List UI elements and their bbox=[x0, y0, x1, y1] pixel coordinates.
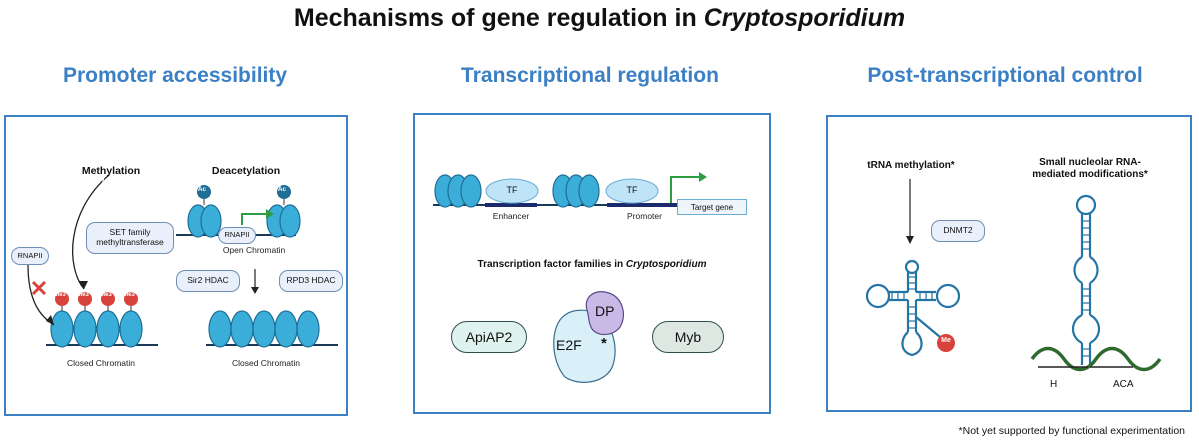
section-title-transcriptional: Transcriptional regulation bbox=[461, 64, 719, 87]
trna-methylation-label: tRNA methylation* bbox=[867, 160, 955, 171]
me3-label-4: Me3 bbox=[123, 292, 135, 298]
me3-text-2: Me3 bbox=[79, 179, 91, 185]
transcription-start-arrow bbox=[670, 176, 700, 203]
dp-shape bbox=[585, 291, 624, 336]
blocked-cross-icon bbox=[31, 280, 47, 296]
ac-mark-right bbox=[277, 185, 291, 199]
page-title-italic: Cryptosporidium bbox=[703, 4, 906, 32]
nucleosome-group-closed-right bbox=[208, 310, 320, 348]
snorna-modifications-label: Small nucleolar RNA-mediated modificatio… bbox=[1032, 157, 1148, 180]
promoter-diagram bbox=[27, 174, 338, 348]
me3-text-3: Me3 bbox=[102, 179, 114, 185]
methylation-arrow bbox=[72, 174, 110, 290]
trna-base-pairs bbox=[891, 276, 933, 329]
dnmt2-pill: DNMT2 bbox=[931, 220, 985, 242]
deacetylation-label: Deacetylation bbox=[211, 165, 281, 177]
ac-mark-left bbox=[197, 185, 211, 199]
transcriptional-diagram bbox=[433, 172, 707, 383]
tf-label-enhancer: TF bbox=[506, 185, 518, 195]
promoter-label: Promoter bbox=[627, 211, 662, 221]
me3-text-1: Me3 bbox=[56, 179, 68, 185]
e2f-label: E2F bbox=[556, 337, 582, 353]
target-gene-box: Target gene bbox=[677, 199, 747, 215]
tf-families-prefix: Transcription factor families in bbox=[477, 259, 626, 270]
me3-text-4: Me3 bbox=[125, 179, 137, 185]
panel-transcriptional-regulation: TF TF Enhancer Promoter Target gene Tran… bbox=[413, 113, 771, 414]
me3-label-3: Me3 bbox=[100, 292, 112, 298]
nucleosome-group-closed-left bbox=[50, 310, 143, 348]
h-box-label: H bbox=[1050, 379, 1058, 390]
e2f-dp-asterisk: * bbox=[601, 335, 607, 352]
methylation-label: Methylation bbox=[81, 165, 141, 177]
open-chromatin-label: Open Chromatin bbox=[222, 245, 286, 255]
myb-family-pill: Myb bbox=[652, 321, 724, 353]
footnote: *Not yet supported by functional experim… bbox=[958, 425, 1185, 437]
rnapii-pill-left: RNAPII bbox=[11, 247, 49, 265]
nucleosome-group-middle bbox=[552, 174, 600, 208]
page-title-main: Mechanisms of gene regulation in bbox=[293, 4, 704, 32]
snorna-base-pairs bbox=[1082, 220, 1090, 357]
section-title-post: Post-transcriptional control bbox=[867, 64, 1143, 87]
ac-label-left: Ac bbox=[197, 186, 207, 193]
rpd3-hdac-pill: RPD3 HDAC bbox=[279, 270, 343, 292]
nucleosome-group-left bbox=[434, 174, 482, 208]
me-text: Me bbox=[941, 337, 951, 344]
me3-marks bbox=[55, 292, 138, 311]
tf-oval-promoter bbox=[605, 178, 659, 204]
target-rna-wave bbox=[1030, 346, 1162, 372]
aca-box-label: ACA bbox=[1113, 379, 1134, 390]
tf-label-promoter: TF bbox=[626, 185, 638, 195]
post-transcriptional-diagram bbox=[865, 179, 1162, 372]
tf-families-italic: Cryptosporidium bbox=[625, 259, 707, 270]
dp-label: DP bbox=[595, 303, 615, 319]
panel-post-transcriptional: tRNA methylation* Small nucleolar RNA-me… bbox=[826, 115, 1192, 412]
enhancer-region bbox=[485, 203, 537, 207]
me3-label-2: Me3 bbox=[77, 292, 89, 298]
nucleosome-group-open bbox=[187, 204, 301, 238]
section-title-promoter: Promoter accessibility bbox=[62, 64, 288, 87]
panel-promoter-accessibility: Methylation Deacetylation SET family met… bbox=[4, 115, 348, 416]
ac-label-right: Ac bbox=[277, 186, 287, 193]
closed-chromatin-label-left: Closed Chromatin bbox=[66, 358, 136, 368]
tf-families-heading: Transcription factor families in Cryptos… bbox=[415, 259, 769, 270]
closed-chromatin-label-right: Closed Chromatin bbox=[231, 358, 301, 368]
promoter-region bbox=[607, 203, 682, 207]
set-family-methyltransferase-pill: SET family methyltransferase bbox=[86, 222, 174, 254]
apiap2-family-pill: ApiAP2 bbox=[451, 321, 527, 353]
sir2-hdac-pill: Sir2 HDAC bbox=[176, 270, 240, 292]
page-title: Mechanisms of gene regulation in Cryptos… bbox=[0, 4, 1199, 33]
me3-label-1: Me3 bbox=[54, 292, 66, 298]
transcription-start-arrow bbox=[241, 213, 268, 225]
me-methyl-mark bbox=[937, 334, 955, 352]
tf-oval-enhancer bbox=[485, 178, 539, 204]
enhancer-label: Enhancer bbox=[492, 211, 530, 221]
rnapii-pill-right: RNAPII bbox=[218, 227, 256, 244]
